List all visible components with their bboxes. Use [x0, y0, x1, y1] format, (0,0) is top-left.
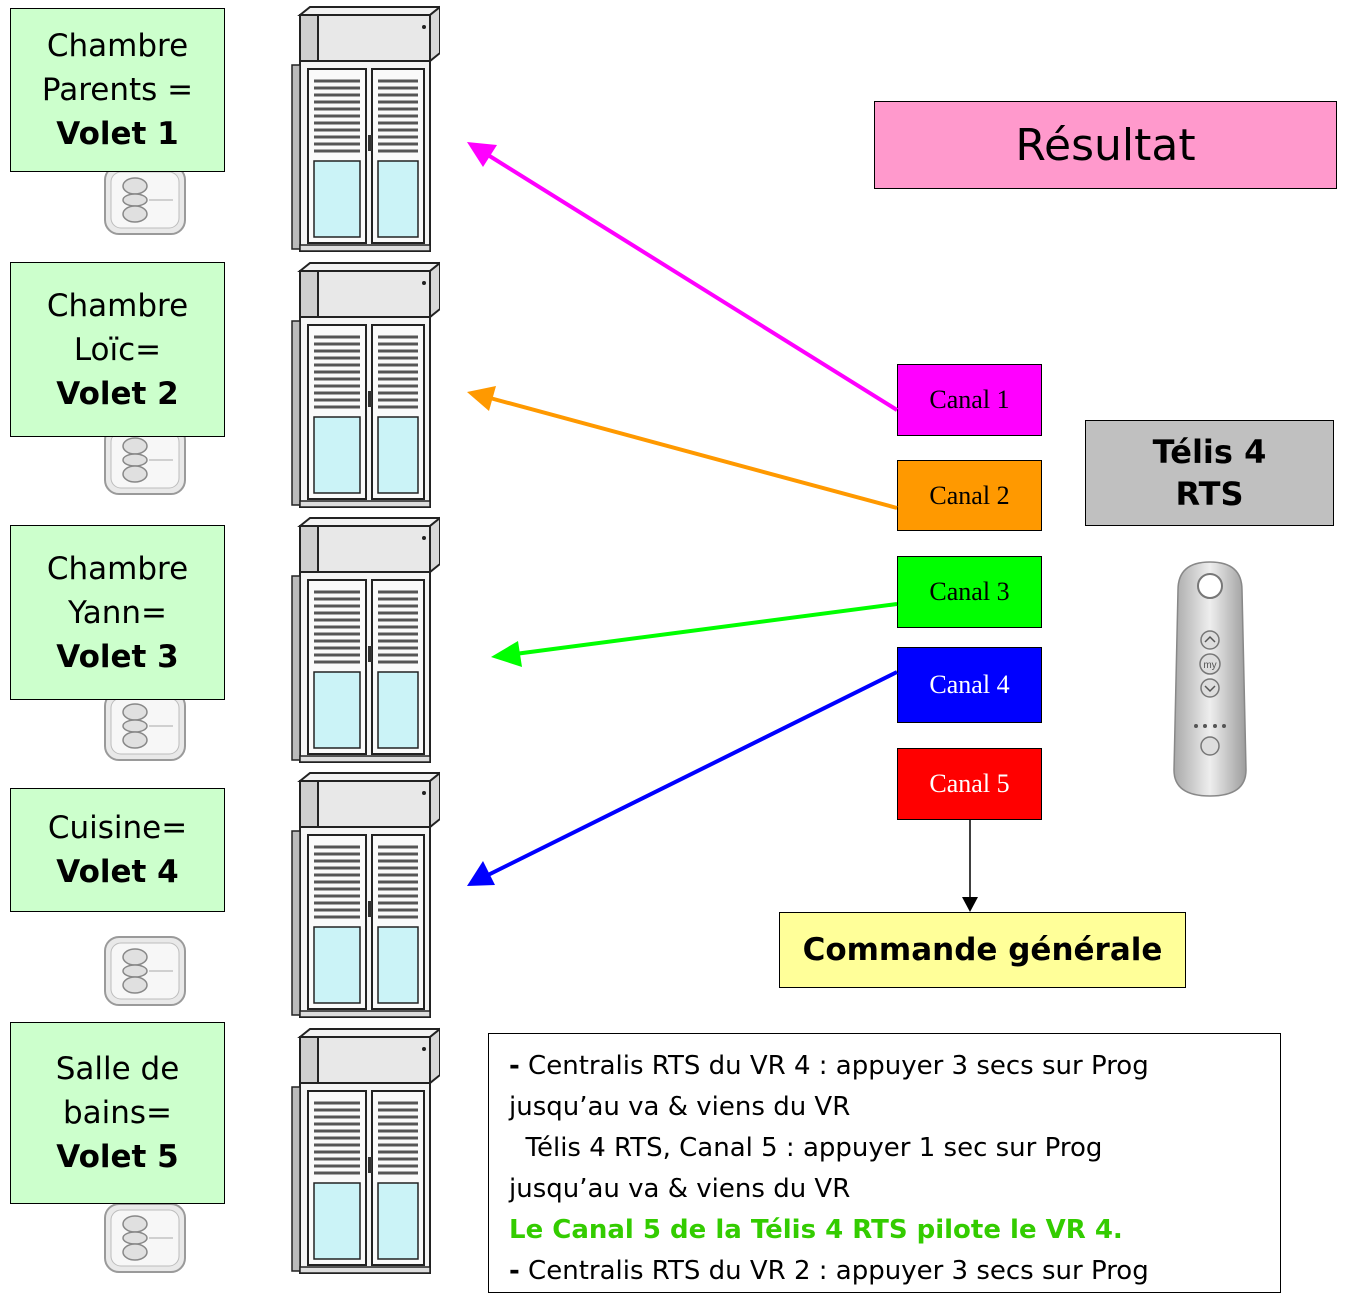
- telis-remote-icon: my: [1173, 561, 1247, 797]
- room-label-2: Chambre Loïc= Volet 2: [10, 262, 225, 437]
- wall-switch-icon: [104, 691, 186, 761]
- bullet-dash: -: [509, 1256, 520, 1286]
- telis-line-2: RTS: [1175, 475, 1244, 513]
- instruction-text: Centralis RTS du VR 2 : appuyer 3 secs s…: [519, 1256, 1149, 1286]
- room-name-2: Loïc=: [73, 331, 162, 368]
- room-label-3: Chambre Yann= Volet 3: [10, 525, 225, 700]
- volet-label: Volet 5: [56, 1139, 179, 1175]
- roller-shutter-window-icon: [290, 1027, 440, 1275]
- roller-shutter-window-icon: [290, 261, 440, 509]
- canal-5-box: Canal 5: [897, 748, 1042, 820]
- room-name: Salle de: [55, 1051, 180, 1087]
- canal-1-box: Canal 1: [897, 364, 1042, 436]
- room-name: Cuisine=: [47, 810, 188, 846]
- room-name: Chambre: [46, 550, 189, 587]
- instruction-line-6: - Centralis RTS du VR 2 : appuyer 3 secs…: [509, 1251, 1266, 1292]
- arrow-canal-2: [489, 396, 898, 510]
- room-name-2: Parents =: [41, 72, 194, 108]
- general-command-label: Commande générale: [779, 912, 1186, 988]
- wall-switch-icon: [104, 1203, 186, 1273]
- canal-3-box: Canal 3: [897, 556, 1042, 628]
- result-title: Résultat: [874, 101, 1337, 189]
- instruction-line-4: jusqu’au va & viens du VR: [509, 1174, 851, 1204]
- volet-label: Volet 1: [56, 116, 179, 152]
- canal-2-box: Canal 2: [897, 460, 1042, 531]
- roller-shutter-window-icon: [290, 516, 440, 764]
- room-label-4: Cuisine= Volet 4: [10, 788, 225, 912]
- room-label-1: Chambre Parents = Volet 1: [10, 8, 225, 172]
- wall-switch-icon: [104, 936, 186, 1006]
- room-name-2: Yann=: [68, 594, 167, 631]
- arrow-canal-4: [487, 670, 898, 877]
- bullet-dash: -: [509, 1051, 520, 1081]
- telis-label: Télis 4 RTS: [1085, 420, 1334, 526]
- volet-label: Volet 3: [56, 638, 179, 675]
- instruction-line-2: jusqu’au va & viens du VR: [509, 1092, 851, 1122]
- arrow-canal-3: [514, 602, 898, 656]
- canal-4-box: Canal 4: [897, 647, 1042, 723]
- instruction-line-1: - Centralis RTS du VR 4 : appuyer 3 secs…: [509, 1046, 1266, 1087]
- roller-shutter-window-icon: [290, 5, 440, 253]
- roller-shutter-window-icon: [290, 771, 440, 1019]
- arrowhead-canal-2: [467, 386, 496, 411]
- arrowhead-canal-3: [491, 641, 522, 667]
- arrowhead-canal-5: [962, 897, 978, 912]
- instructions-box: - Centralis RTS du VR 4 : appuyer 3 secs…: [488, 1033, 1281, 1293]
- room-name-2: bains=: [62, 1095, 173, 1131]
- remote-my-label: my: [1203, 660, 1216, 671]
- arrowhead-canal-4: [467, 861, 495, 886]
- wall-switch-icon: [104, 165, 186, 235]
- room-label-5: Salle de bains= Volet 5: [10, 1022, 225, 1204]
- arrowhead-canal-1: [467, 142, 497, 167]
- room-name: Chambre: [46, 28, 189, 64]
- telis-line-1: Télis 4: [1152, 433, 1267, 471]
- instruction-highlight: Le Canal 5 de la Télis 4 RTS pilote le V…: [509, 1215, 1123, 1245]
- volet-label: Volet 2: [56, 375, 179, 412]
- instruction-line-3: Télis 4 RTS, Canal 5 : appuyer 1 sec sur…: [509, 1133, 1103, 1163]
- room-name: Chambre: [46, 287, 189, 324]
- volet-label: Volet 4: [56, 854, 179, 890]
- arrow-canal-1: [486, 153, 899, 412]
- instruction-text: Centralis RTS du VR 4 : appuyer 3 secs s…: [519, 1051, 1149, 1081]
